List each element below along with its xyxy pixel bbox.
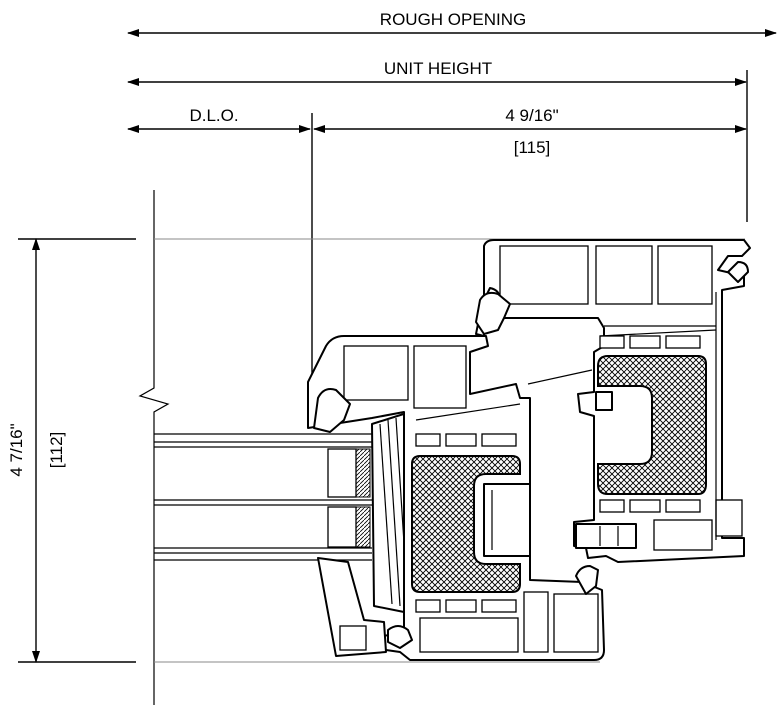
- dimension-frame-width: 4 9/16" [115]: [313, 106, 747, 157]
- dimension-frame-depth: 4 7/16" [112]: [7, 238, 136, 663]
- frame-profile: [475, 239, 751, 563]
- weather-seals: [313, 261, 749, 649]
- rough-opening-label: ROUGH OPENING: [380, 10, 526, 29]
- sash-profile: [307, 335, 605, 661]
- dimension-rough-opening: ROUGH OPENING: [127, 10, 777, 37]
- dimension-dlo: D.L.O.: [127, 106, 313, 377]
- interface-lines: [415, 292, 717, 540]
- dimension-unit-height: UNIT HEIGHT: [127, 59, 748, 222]
- frame-width-mm: [115]: [514, 138, 551, 157]
- dlo-label: D.L.O.: [189, 106, 238, 125]
- glazing-unit: [154, 433, 372, 561]
- frame-depth-inches: 4 7/16": [7, 423, 26, 476]
- frame-depth-mm: [112]: [47, 432, 66, 469]
- frame-width-inches: 4 9/16": [505, 106, 558, 125]
- unit-height-label: UNIT HEIGHT: [384, 59, 492, 78]
